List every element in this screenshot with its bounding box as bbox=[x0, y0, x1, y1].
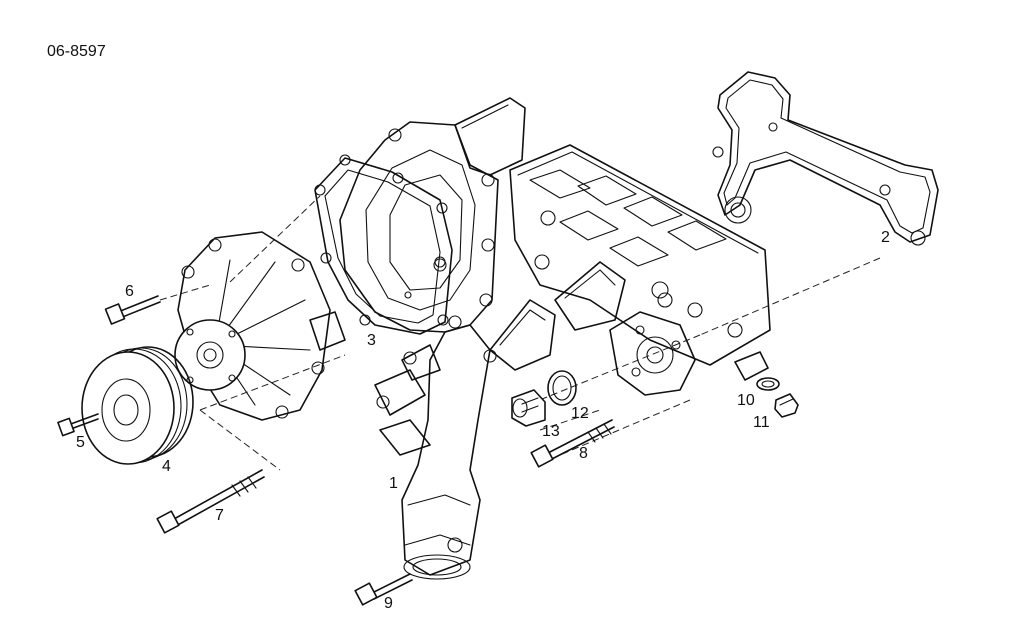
bolt-9-part bbox=[354, 573, 413, 606]
callout-3: 3 bbox=[367, 332, 376, 349]
callout-8: 8 bbox=[579, 445, 588, 462]
callout-1: 1 bbox=[389, 475, 398, 492]
sealing-ring-12-part bbox=[547, 370, 577, 406]
callout-10: 10 bbox=[737, 392, 755, 409]
pulley-part bbox=[81, 346, 194, 465]
callout-12: 12 bbox=[571, 405, 589, 422]
callout-7: 7 bbox=[215, 507, 224, 524]
gasket-part bbox=[712, 71, 939, 246]
callout-13: 13 bbox=[542, 423, 560, 440]
long-bolt-8-part bbox=[530, 419, 615, 468]
long-bolt-7-part bbox=[156, 469, 265, 534]
water-pump-housing-part bbox=[339, 97, 771, 580]
housing-gasket-part bbox=[314, 154, 453, 335]
callout-9: 9 bbox=[384, 595, 393, 612]
diagram-reference-code: 06-8597 bbox=[47, 43, 106, 60]
small-bolt-5-part bbox=[57, 413, 99, 437]
callout-5: 5 bbox=[76, 434, 85, 451]
sealing-ring-10-part bbox=[756, 377, 780, 391]
bolt-6-part bbox=[104, 295, 161, 325]
plug-11-part bbox=[774, 393, 799, 418]
water-pump-part bbox=[174, 231, 346, 421]
screw-plug-13-part bbox=[511, 389, 546, 427]
callout-11: 11 bbox=[753, 414, 770, 431]
callout-2: 2 bbox=[881, 229, 890, 246]
callout-4: 4 bbox=[162, 458, 171, 475]
callout-6: 6 bbox=[125, 283, 134, 300]
